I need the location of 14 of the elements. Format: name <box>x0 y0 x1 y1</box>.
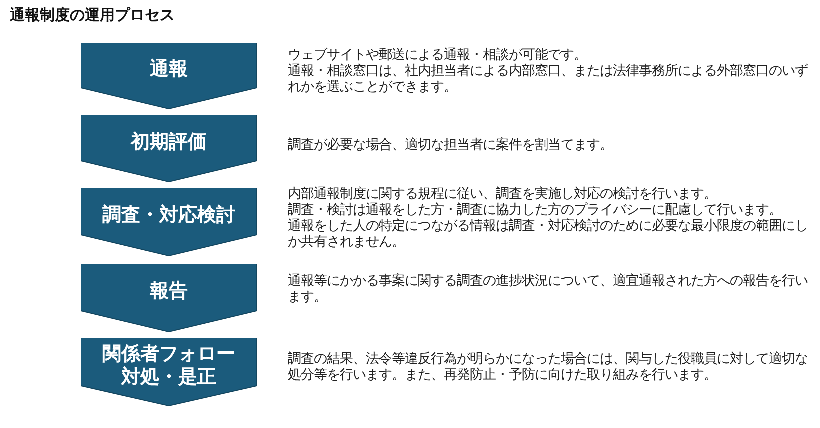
description-text: 通報・相談窓口は、社内担当者による内部窓口、または法律事務所による外部窓口のいずれかを選ぶことができます。 <box>288 64 809 96</box>
chevron-step: 関係者フォロー対処・是正 <box>81 338 257 406</box>
title: 通報制度の運用プロセス <box>10 6 175 25</box>
description-text: ウェブサイトや郵送による通報・相談が可能です。 <box>288 48 588 64</box>
chevron-step: 報告 <box>81 264 257 332</box>
description-text: 調査が必要な場合、適切な担当者に案件を割当てます。 <box>288 138 614 154</box>
description-text: 通報等にかかる事案に関する調査の進捗状況について、適宜通報された方への報告を行います。 <box>288 274 809 306</box>
description-text: 調査の結果、法令等違反行為が明らかになった場合には、関与した役職員に対して適切な処分等を行います。また、再発防止・予防に向けた取り組みを行います。 <box>288 352 809 384</box>
chevron-step: 初期評価 <box>81 115 257 182</box>
description-text: 内部通報制度に関する規程に従い、調査を実施し対応の検討を行います。 <box>288 187 718 202</box>
chevron-step: 通報 <box>81 43 257 109</box>
chevron-step: 調査・対応検討 <box>81 188 257 256</box>
description-text: 調査・検討は通報をした方・調査に協力した方のプライバシーに配慮して行います。 <box>288 203 783 218</box>
description-text: 通報をした人の特定につながる情報は調査・対応検討のために必要な最小限度の範囲にしか共有されません。 <box>288 219 809 251</box>
